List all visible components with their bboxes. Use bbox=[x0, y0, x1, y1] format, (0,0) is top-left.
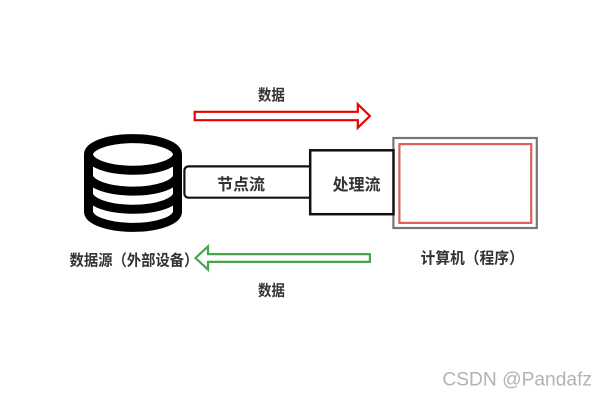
svg-text:CSDN @Pandafz: CSDN @Pandafz bbox=[442, 370, 592, 391]
